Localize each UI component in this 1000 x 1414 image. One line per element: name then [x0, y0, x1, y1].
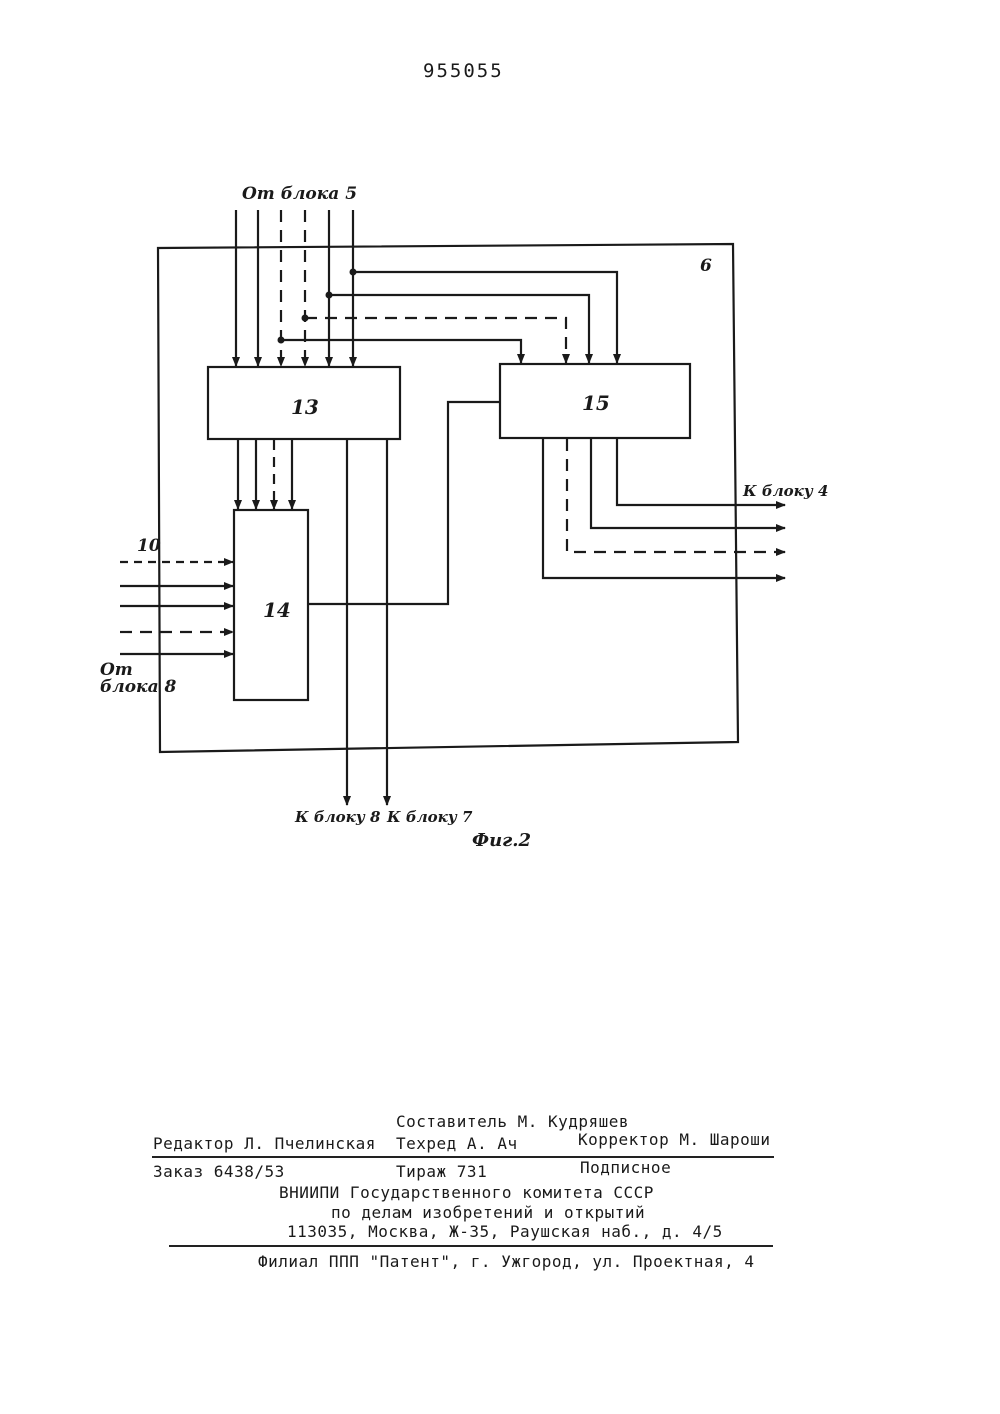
junction-dot	[302, 315, 309, 322]
label-from-block-5: От блока 5	[242, 184, 357, 204]
divider-rule	[152, 1156, 774, 1158]
subscription-line: Подписное	[580, 1158, 671, 1177]
label-block-6: 6	[700, 256, 712, 276]
label-to-block-7: К блоку 7	[387, 808, 472, 826]
techred-line: Техред А. Ач	[396, 1134, 518, 1153]
label-block-13: 13	[291, 395, 319, 419]
bus-line	[329, 295, 589, 363]
label-to-block-4: К блоку 4	[743, 482, 828, 500]
address-line: 113035, Москва, Ж-35, Раушская наб., д. …	[287, 1222, 723, 1241]
bus-line	[543, 439, 785, 578]
label-to-block-8: К блоку 8	[295, 808, 380, 826]
label-block-15: 15	[582, 391, 610, 415]
bus-line	[308, 402, 500, 604]
junction-dot	[350, 269, 357, 276]
order-line: Заказ 6438/53	[153, 1162, 285, 1181]
junction-dot	[326, 292, 333, 299]
org-line-1: ВНИИПИ Государственного комитета СССР	[279, 1183, 654, 1202]
label-from-block-8-line2: блока 8	[100, 677, 176, 697]
compiler-line: Составитель М. Кудряшев	[396, 1112, 629, 1131]
editor-line: Редактор Л. Пчелинская	[153, 1134, 376, 1153]
org-line-2: по делам изобретений и открытий	[331, 1203, 645, 1222]
figure-caption: Фиг.2	[472, 830, 531, 851]
block-diagram	[0, 0, 1000, 900]
corrector-line: Корректор М. Шароши	[578, 1130, 771, 1149]
label-block-14: 14	[263, 598, 291, 622]
circulation-line: Тираж 731	[396, 1162, 487, 1181]
branch-line: Филиал ППП "Патент", г. Ужгород, ул. Про…	[258, 1252, 755, 1271]
junction-dot	[278, 337, 285, 344]
divider-rule	[169, 1245, 773, 1247]
label-input-10: 10	[137, 536, 161, 556]
bus-line	[281, 340, 521, 363]
